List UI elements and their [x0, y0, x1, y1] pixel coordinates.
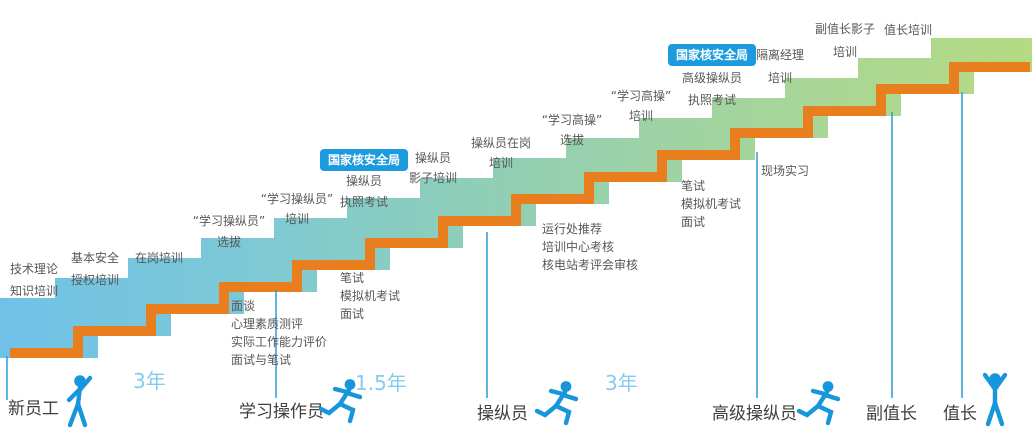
- stage-label-line: 授权培训: [71, 273, 120, 287]
- duration-label: 3年: [133, 369, 166, 393]
- stage-label-operator-onjob-training: 操纵员在岗培训: [471, 133, 531, 173]
- stage-label-line: 运行处推荐: [542, 222, 603, 236]
- stage-label-line: 心理素质测评: [231, 317, 304, 331]
- stage-label-senior-operator-selection: “学习高操” 选拔: [542, 110, 602, 150]
- stage-label-line: 培训: [628, 109, 653, 123]
- stage-label-field-practice: 现场实习: [761, 162, 809, 180]
- role-label-operator: 操纵员: [477, 404, 528, 424]
- stage-label-line: 执照考试: [339, 195, 389, 209]
- duration-label: 3年: [605, 371, 638, 395]
- stage-label-line: “学习操纵员”: [260, 192, 334, 206]
- stage-label-line: 面试: [340, 307, 365, 321]
- stage-label-line: 现场实习: [761, 164, 810, 178]
- stage-label-line: 培训: [284, 212, 309, 226]
- role-label-learning-operator: 学习操作员: [239, 402, 324, 422]
- stage-label-line: 操纵员: [345, 174, 383, 188]
- nnsa-badge: 国家核安全局: [667, 44, 757, 66]
- role-label-deputy-shift-chief: 副值长: [866, 404, 917, 424]
- stage-label-line: 影子培训: [408, 171, 458, 185]
- stage-label-line: 技术理论: [10, 262, 59, 276]
- stage-label-line: 模拟机考试: [681, 197, 742, 211]
- stage-label-deputy-chief-shadow-training: 副值长影子培训: [815, 18, 875, 64]
- stage-label-line: 培训: [488, 156, 514, 170]
- stage-label-line: 面试与笔试: [231, 353, 292, 367]
- duration-label: 1.5年: [355, 371, 407, 395]
- role-label-new-employee: 新员工: [8, 399, 59, 419]
- stage-label-operator-shadow-training: 操纵员影子培训: [409, 148, 457, 188]
- stage-label-line: 面谈: [231, 299, 256, 313]
- stage-label-selection-assessment: 面谈心理素质测评实际工作能力评价面试与笔试: [231, 297, 327, 369]
- run-figure-icon: [318, 379, 363, 424]
- stage-label-tech-knowledge-training: 技术理论知识培训: [10, 258, 58, 302]
- stage-label-line: 值长培训: [884, 23, 933, 37]
- stage-label-line: “学习高操”: [610, 89, 672, 103]
- stage-label-recommendation-review: 运行处推荐培训中心考核核电站考评会审核: [542, 220, 638, 274]
- nnsa-badge: 国家核安全局: [319, 149, 409, 171]
- stage-label-line: 副值长影子: [814, 22, 876, 36]
- stage-label-line: 执照考试: [687, 93, 737, 107]
- run-figure-icon: [796, 381, 841, 426]
- stage-label-operator-license-exam: 操纵员执照考试: [340, 171, 388, 213]
- stage-label-line: 笔试: [340, 271, 365, 285]
- stage-label-written-sim-interview-1: 笔试模拟机考试面试: [340, 269, 400, 323]
- stage-label-line: 基本安全: [71, 251, 120, 265]
- stage-label-line: 隔离经理: [755, 48, 805, 62]
- stage-label-written-sim-interview-2: 笔试模拟机考试面试: [681, 177, 741, 231]
- stage-label-line: 操纵员: [414, 151, 452, 165]
- stage-label-line: 在岗培训: [135, 251, 184, 265]
- run-figure-icon: [534, 381, 579, 426]
- stage-label-line: 选拔: [559, 133, 584, 147]
- stage-label-line: 培训中心考核: [542, 240, 615, 254]
- stage-label-line: 操纵员在岗: [470, 136, 532, 150]
- career-path-line: [10, 62, 1030, 358]
- stage-label-line: 面试: [681, 215, 706, 229]
- role-label-shift-chief: 值长: [943, 404, 977, 424]
- cheer-figure-icon: [982, 372, 1008, 427]
- stage-label-onjob-training: 在岗培训: [135, 247, 183, 269]
- stage-label-isolation-manager-training: 隔离经理培训: [756, 44, 804, 90]
- stage-label-senior-license-exam: 高级操纵员执照考试: [682, 67, 742, 111]
- stage-label-line: 笔试: [681, 179, 706, 193]
- stage-label-learner-operator-training: “学习操纵员” 培训: [261, 189, 333, 229]
- stage-label-line: 培训: [832, 45, 858, 59]
- stage-label-senior-operator-training: “学习高操” 培训: [611, 86, 671, 126]
- stage-label-learner-operator-selection: “学习操纵员” 选拔: [193, 211, 265, 253]
- stage-label-line: 实际工作能力评价: [231, 335, 328, 349]
- stage-label-line: 选拔: [216, 235, 241, 249]
- stage-label-line: “学习操纵员”: [192, 214, 266, 228]
- stage-label-basic-safety-training: 基本安全授权培训: [71, 247, 119, 291]
- stage-label-line: 高级操纵员: [681, 71, 743, 85]
- stage-label-line: 核电站考评会审核: [542, 258, 639, 272]
- role-label-senior-operator: 高级操纵员: [712, 404, 797, 424]
- stage-label-chief-training: 值长培训: [884, 21, 932, 39]
- stage-label-line: “学习高操”: [541, 113, 603, 127]
- stage-label-line: 知识培训: [10, 284, 59, 298]
- stage-label-line: 培训: [767, 71, 793, 85]
- wave-figure-icon: [66, 375, 93, 428]
- stage-label-line: 模拟机考试: [340, 289, 401, 303]
